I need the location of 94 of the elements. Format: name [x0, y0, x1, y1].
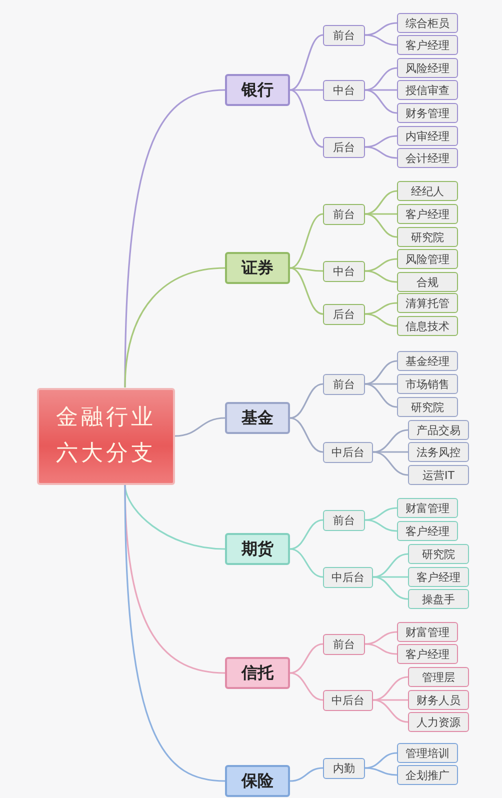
connector-line: [364, 89, 398, 114]
connector-line: [364, 258, 398, 272]
role-box: 市场销售: [397, 374, 458, 394]
department-box: 中台: [323, 80, 365, 100]
connector-line: [290, 767, 324, 782]
connector-line: [290, 383, 324, 419]
role-box: 研究院: [397, 397, 458, 417]
connector-line: [174, 417, 226, 437]
department-box: 内勤: [323, 758, 365, 778]
connector-line: [290, 519, 324, 550]
connector-line: [290, 267, 324, 272]
connector-line: [364, 302, 398, 315]
connector-line: [364, 213, 398, 238]
role-box: 操盘手: [408, 589, 469, 609]
department-box: 前台: [323, 634, 365, 654]
connector-line: [364, 270, 398, 283]
branch-box: 期货: [225, 533, 290, 565]
connector-line: [373, 699, 408, 701]
connector-line: [290, 548, 324, 578]
connector-line: [124, 484, 226, 782]
role-box: 管理培训: [397, 743, 458, 763]
role-box: 研究院: [397, 227, 458, 247]
connector-line: [364, 519, 398, 532]
role-box: 综合柜员: [397, 13, 458, 33]
department-box: 前台: [323, 374, 365, 394]
role-box: 财务管理: [397, 103, 458, 123]
department-box: 后台: [323, 136, 365, 158]
connector-line: [290, 89, 323, 91]
connector-line: [364, 643, 398, 655]
connector-line: [373, 451, 408, 453]
connector-line: [364, 752, 398, 769]
connector-line: [373, 576, 408, 578]
connector-line: [365, 383, 397, 385]
connector-line: [364, 135, 398, 148]
role-box: 运营IT: [408, 465, 469, 485]
branch-box: 证券: [225, 252, 290, 284]
connector-line: [364, 146, 398, 159]
role-box: 风险经理: [397, 58, 458, 78]
role-box: 信息技术: [397, 316, 458, 336]
connector-line: [290, 89, 324, 148]
role-box: 财富管理: [397, 622, 458, 642]
role-box: 合规: [397, 272, 458, 292]
role-box: 客户经理: [397, 204, 458, 224]
role-box: 管理层: [408, 667, 469, 687]
role-box: 客户经理: [397, 521, 458, 541]
branch-box: 银行: [225, 74, 290, 106]
department-box: 中台: [323, 260, 365, 282]
connector-line: [290, 34, 324, 91]
department-box: 后台: [323, 304, 365, 324]
role-box: 经纪人: [397, 181, 458, 201]
branch-box: 保险: [225, 765, 290, 797]
connector-line: [290, 672, 324, 701]
connector-line: [290, 213, 324, 269]
role-box: 清算托管: [397, 293, 458, 313]
role-box: 授信审查: [397, 80, 458, 100]
connector-line: [372, 451, 408, 476]
connector-line: [364, 34, 398, 46]
role-box: 客户经理: [408, 567, 469, 587]
role-box: 风险管理: [397, 249, 458, 269]
role-box: 财富管理: [397, 498, 458, 518]
department-box: 前台: [323, 24, 365, 46]
connector-line: [364, 22, 398, 36]
connector-line: [124, 267, 226, 388]
role-box: 客户经理: [397, 35, 458, 55]
connector-line: [364, 313, 398, 327]
department-box: 前台: [323, 510, 365, 530]
connector-line: [290, 267, 324, 315]
connector-line: [365, 213, 397, 215]
department-box: 中后台: [323, 566, 373, 588]
role-box: 企划推广: [397, 765, 458, 785]
role-box: 产品交易: [408, 420, 469, 440]
branch-box: 信托: [225, 657, 290, 689]
connector-line: [365, 89, 397, 91]
department-box: 中后台: [323, 690, 373, 710]
role-box: 基金经理: [397, 351, 458, 371]
role-box: 法务风控: [408, 442, 469, 462]
role-box: 人力资源: [408, 712, 469, 732]
root-box: 金融行业六大分支: [37, 388, 175, 484]
connector-line: [372, 576, 408, 600]
connector-line: [364, 383, 398, 408]
branch-box: 基金: [225, 402, 290, 434]
role-box: 财务人员: [408, 690, 469, 710]
connector-line: [364, 767, 398, 776]
role-box: 内审经理: [397, 126, 458, 146]
connector-line: [290, 643, 324, 674]
connector-line: [364, 507, 398, 521]
connector-line: [364, 631, 398, 645]
role-box: 客户经理: [397, 644, 458, 664]
connector-line: [372, 699, 408, 723]
connector-line: [290, 417, 324, 453]
role-box: 会计经理: [397, 148, 458, 168]
department-box: 中后台: [323, 442, 373, 462]
department-box: 前台: [323, 204, 365, 224]
role-box: 研究院: [408, 544, 469, 564]
